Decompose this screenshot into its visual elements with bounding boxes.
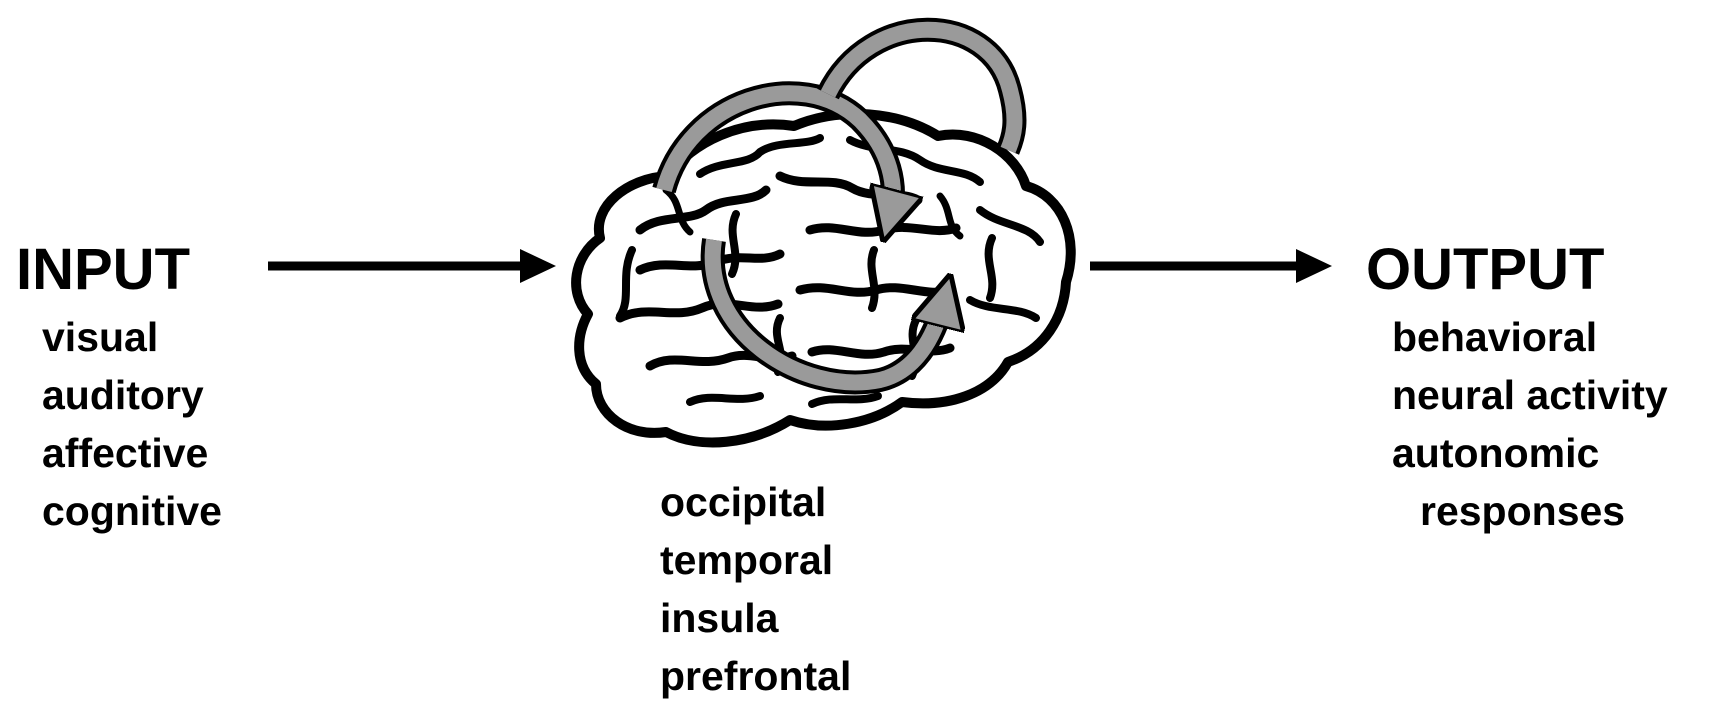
output-type-item: behavioral xyxy=(1392,308,1668,366)
brain-region-item: occipital xyxy=(660,473,851,531)
input-type-item: affective xyxy=(42,424,222,482)
input-type-item: cognitive xyxy=(42,482,222,540)
input-heading: INPUT xyxy=(16,241,190,299)
brain-region-list: occipital temporal insula prefrontal xyxy=(660,473,851,705)
output-heading: OUTPUT xyxy=(1366,241,1604,299)
input-type-list: visual auditory affective cognitive xyxy=(42,308,222,540)
output-type-item: autonomic xyxy=(1392,424,1668,482)
input-type-item: visual xyxy=(42,308,222,366)
input-type-item: auditory xyxy=(42,366,222,424)
output-type-item: neural activity xyxy=(1392,366,1668,424)
input-to-brain-arrow xyxy=(268,249,556,283)
output-type-list: behavioral neural activity autonomic res… xyxy=(1392,308,1668,540)
brain-region-item: insula xyxy=(660,589,851,647)
output-type-item: responses xyxy=(1392,482,1668,540)
brain-icon xyxy=(576,114,1071,443)
brain-region-item: prefrontal xyxy=(660,647,851,705)
brain-to-output-arrow xyxy=(1090,249,1332,283)
brain-region-item: temporal xyxy=(660,531,851,589)
